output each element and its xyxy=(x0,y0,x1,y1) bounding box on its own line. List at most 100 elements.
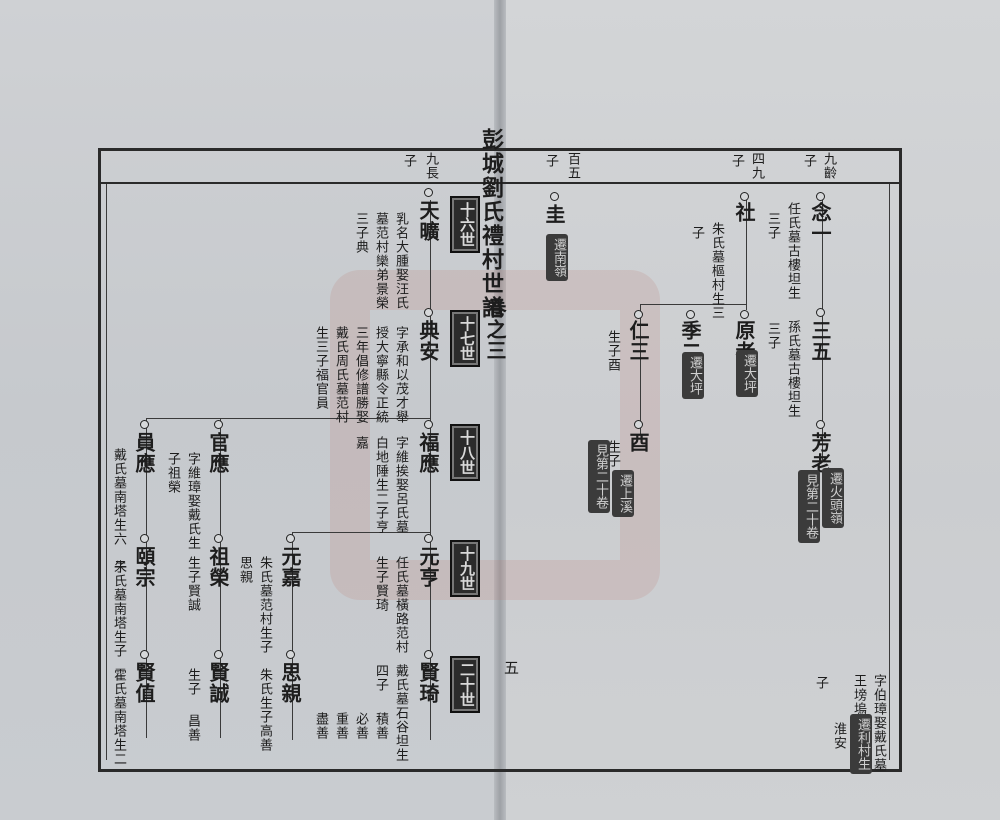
person-guan-ying: 官應 xyxy=(206,432,230,474)
top-note-son: 子 xyxy=(729,154,744,168)
migration-seal: 遷大坪 xyxy=(682,352,704,399)
person-yuan-ying: 員應 xyxy=(132,432,156,474)
inner-border-right xyxy=(889,184,890,760)
node-marker xyxy=(286,650,295,659)
person-zu-rong: 祖榮 xyxy=(206,546,230,588)
note-she-a: 朱氏墓樞村生三 xyxy=(709,222,724,320)
lineage-line xyxy=(430,200,431,740)
note-xian-qi-son-d: 盡善 xyxy=(313,712,328,740)
person-gui: 圭 xyxy=(542,204,566,225)
note-yuan-ying-b: 子 xyxy=(111,560,126,574)
note-ren-san-a: 生子酉 xyxy=(605,330,620,372)
top-note-jiuling: 九齡 xyxy=(821,152,836,180)
bottom-note-d: 子 xyxy=(813,676,828,690)
node-marker xyxy=(550,192,559,201)
note-xian-qi-son-b: 必善 xyxy=(353,712,368,740)
generation-18: 十八世 xyxy=(450,424,480,481)
note-fu-ying-a: 字維挨娶呂氏墓 xyxy=(393,436,408,534)
branch-line-she xyxy=(640,304,747,305)
node-marker xyxy=(424,650,433,659)
person-she: 社 xyxy=(732,202,756,223)
lineage-line-ren xyxy=(640,304,641,434)
person-xian-qi: 賢琦 xyxy=(416,662,440,704)
note-fu-ying-c: 嘉 xyxy=(353,436,368,450)
bottom-note-a: 字伯璋娶戴氏墓 xyxy=(871,674,886,772)
note-nian-yi-a: 任氏墓古樓坦生 xyxy=(785,202,800,300)
note-she-b: 子 xyxy=(689,226,704,240)
note-yi-zong-a: 朱氏墓南塔生子 xyxy=(111,560,126,658)
person-fu-ying: 福應 xyxy=(416,432,440,474)
node-marker xyxy=(686,310,695,319)
note-yuan-jia-a: 朱氏墓范村生子 xyxy=(257,556,272,654)
node-marker xyxy=(740,310,749,319)
node-marker xyxy=(634,310,643,319)
generation-16: 十六世 xyxy=(450,196,480,253)
note-dian-an-a: 字承和以茂才舉 xyxy=(393,326,408,424)
note-yuan-ying-a: 戴氏墓南塔生六 xyxy=(111,448,126,546)
generation-19: 十九世 xyxy=(450,540,480,597)
note-dian-an-c: 三年倡修譜勝娶 xyxy=(353,326,368,424)
migration-seal: 遷火頭嶺 xyxy=(822,468,844,528)
person-you: 酉 xyxy=(626,432,650,453)
page-number: 五 xyxy=(502,660,520,676)
lineage-line-nian xyxy=(822,200,823,460)
migration-seal: 遷上溪 xyxy=(612,470,634,517)
note-yuan-heng-b: 生子賢琦 xyxy=(373,556,388,612)
node-marker xyxy=(816,308,825,317)
header-rule xyxy=(101,182,899,184)
top-note-baiwu: 百五 xyxy=(565,152,580,180)
note-dian-an-b: 授大寧縣令正統 xyxy=(373,326,388,424)
note-guan-ying-a: 字維璋娶戴氏生 xyxy=(185,452,200,550)
page-border xyxy=(98,148,902,772)
note-xian-zhi-a: 霍氏墓南塔生二 xyxy=(111,668,126,766)
note-san-wu-a: 孫氏墓古樓坦生 xyxy=(785,320,800,418)
note-zu-rong-a: 生子賢誠 xyxy=(185,556,200,612)
volume-label: 卷之三 xyxy=(483,298,507,361)
node-marker xyxy=(424,308,433,317)
node-marker xyxy=(214,534,223,543)
node-marker xyxy=(140,650,149,659)
top-note-son: 子 xyxy=(801,154,816,168)
note-xian-qi-son-a: 積善 xyxy=(373,712,388,740)
left-page xyxy=(0,0,498,820)
node-marker xyxy=(140,420,149,429)
node-marker xyxy=(816,420,825,429)
lineage-line-she xyxy=(746,200,747,310)
node-marker xyxy=(634,420,643,429)
top-note-son: 子 xyxy=(401,154,416,168)
note-yuan-heng-a: 任氏墓橫路范村 xyxy=(393,556,408,654)
note-tianrang-a: 乳名大腫娶汪氏 xyxy=(393,212,408,310)
generation-17: 十七世 xyxy=(450,310,480,367)
migration-seal: 遷南嶺 xyxy=(546,234,568,281)
note-xian-cheng-b: 昌善 xyxy=(185,714,200,742)
bottom-note-c: 淮安 xyxy=(831,722,846,750)
book-title: 彭城劉氏禮村世譜 xyxy=(478,128,504,320)
book-fold xyxy=(494,0,506,820)
person-yuan-heng: 元亨 xyxy=(416,546,440,588)
person-xian-zhi: 賢值 xyxy=(132,662,156,704)
note-guan-ying-b: 子祖榮 xyxy=(165,452,180,494)
top-note-son: 子 xyxy=(543,154,558,168)
node-marker xyxy=(816,192,825,201)
node-marker xyxy=(286,534,295,543)
person-ren-san: 仁三 xyxy=(626,320,650,362)
person-yi-zong: 頤宗 xyxy=(132,546,156,588)
reference-seal: 見第二十卷 xyxy=(588,440,610,513)
note-san-wu-b: 三子 xyxy=(765,322,780,350)
generation-20: 二十世 xyxy=(450,656,480,713)
node-marker xyxy=(424,188,433,197)
migration-seal: 遷利村生 xyxy=(850,714,872,774)
lineage-line-jia xyxy=(292,532,293,740)
person-fang-lao: 芳老 xyxy=(808,432,832,474)
top-note-sijiu: 四九 xyxy=(749,152,764,180)
branch-line-gen19 xyxy=(292,532,431,533)
note-dian-an-e: 生三子福官員 xyxy=(313,326,328,410)
bottom-note-b: 王塝塢 xyxy=(851,674,866,716)
top-note: 九長 xyxy=(423,152,438,180)
inner-border-left xyxy=(106,184,107,760)
node-marker xyxy=(424,420,433,429)
person-tianrang: 天曠 xyxy=(416,200,440,242)
person-san-wu: 三五 xyxy=(808,320,832,362)
note-tianrang-c: 三子典 xyxy=(353,212,368,254)
person-nian-yi: 念一 xyxy=(808,202,832,244)
